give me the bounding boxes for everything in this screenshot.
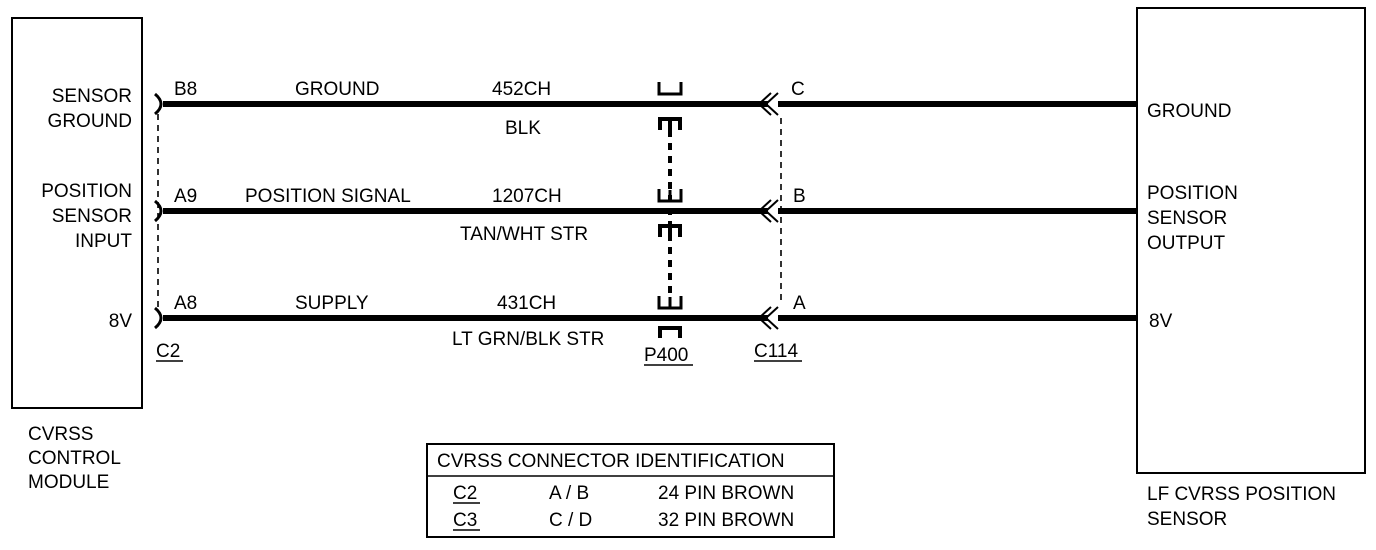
sensor-name: LF CVRSS POSITION SENSOR — [1147, 484, 1336, 530]
circuit-supply: A8 SUPPLY 431CH LT GRN/BLK STR A — [174, 293, 806, 350]
table-cell-connector: C3 — [453, 510, 477, 531]
wire-color: TAN/WHT STR — [460, 224, 588, 245]
sensor-pin-label: 8V — [1149, 311, 1173, 332]
circuit-function: SUPPLY — [295, 293, 369, 314]
c114-terminal-b — [757, 199, 779, 223]
table-cell-connector: C2 — [453, 483, 477, 504]
sensor-pin-label: OUTPUT — [1147, 233, 1226, 254]
connector-identification-table: CVRSS CONNECTOR IDENTIFICATION C2 A / B … — [426, 443, 835, 538]
sensor-pin-position-sensor-output: POSITION SENSOR OUTPUT — [1147, 183, 1238, 254]
circuit-function: POSITION SIGNAL — [245, 186, 411, 207]
circuit-position-signal: A9 POSITION SIGNAL 1207CH TAN/WHT STR B — [174, 186, 806, 245]
module-terminal-a9 — [153, 199, 163, 223]
p400-pin-ground — [657, 82, 683, 130]
table-row: C2 A / B 24 PIN BROWN — [453, 483, 794, 504]
c114-terminal-a — [757, 306, 779, 330]
module-pin-label: SENSOR — [52, 206, 132, 227]
table-title: CVRSS CONNECTOR IDENTIFICATION — [437, 451, 785, 472]
c2-label: C2 — [156, 341, 180, 362]
module-pin-number: A9 — [174, 186, 197, 207]
circuit-number: 1207CH — [492, 186, 562, 207]
c114-terminal-c — [757, 92, 779, 116]
p400-pin-supply — [657, 296, 683, 338]
module-pin-number: A8 — [174, 293, 197, 314]
wire-color: LT GRN/BLK STR — [452, 329, 604, 350]
circuit-ground: B8 GROUND 452CH BLK C — [174, 79, 805, 139]
module-terminal-b8 — [153, 92, 163, 116]
module-name-line: CONTROL — [28, 448, 121, 469]
sensor-pin-letter: C — [791, 79, 805, 100]
table-cell-description: 24 PIN BROWN — [658, 483, 794, 504]
module-name-line: CVRSS — [28, 424, 93, 445]
c2-connector-label: C2 — [156, 341, 183, 362]
module-pin-number: B8 — [174, 79, 197, 100]
sensor-pin-ground: GROUND — [1147, 101, 1231, 122]
module-name-line: MODULE — [28, 472, 109, 493]
control-module-name: CVRSS CONTROL MODULE — [28, 424, 121, 493]
circuit-function: GROUND — [295, 79, 379, 100]
sensor-name-line: SENSOR — [1147, 509, 1227, 530]
sensor-pin-label: GROUND — [1147, 101, 1231, 122]
control-module-box — [11, 17, 143, 409]
sensor-pin-letter: A — [793, 293, 806, 314]
c114-label: C114 — [754, 341, 798, 362]
sensor-name-line: LF CVRSS POSITION — [1147, 484, 1336, 505]
module-pin-label: 8V — [109, 311, 133, 332]
table-row: C3 C / D 32 PIN BROWN — [453, 510, 794, 531]
module-pin-label: GROUND — [48, 111, 132, 132]
module-pin-sensor-ground: SENSOR GROUND — [48, 86, 132, 132]
circuit-number: 452CH — [492, 79, 551, 100]
sensor-box — [1136, 7, 1366, 474]
sensor-pin-label: SENSOR — [1147, 208, 1227, 229]
table-cell-cavities: A / B — [549, 483, 589, 504]
table-cell-description: 32 PIN BROWN — [658, 510, 794, 531]
module-pin-label: SENSOR — [52, 86, 132, 107]
module-pin-label: POSITION — [41, 181, 132, 202]
module-pin-position-sensor-input: POSITION SENSOR INPUT — [41, 181, 132, 252]
sensor-pin-8v: 8V — [1149, 311, 1173, 332]
p400-label: P400 — [644, 345, 688, 366]
circuit-number: 431CH — [497, 293, 556, 314]
sensor-pin-letter: B — [793, 186, 806, 207]
c114-connector-label: C114 — [754, 341, 802, 362]
module-terminal-a8 — [153, 306, 163, 330]
p400-connector-label: P400 — [644, 345, 693, 366]
table-cell-cavities: C / D — [549, 510, 592, 531]
module-pin-8v: 8V — [109, 311, 133, 332]
sensor-pin-label: POSITION — [1147, 183, 1238, 204]
wire-color: BLK — [505, 118, 541, 139]
module-pin-label: INPUT — [75, 231, 132, 252]
